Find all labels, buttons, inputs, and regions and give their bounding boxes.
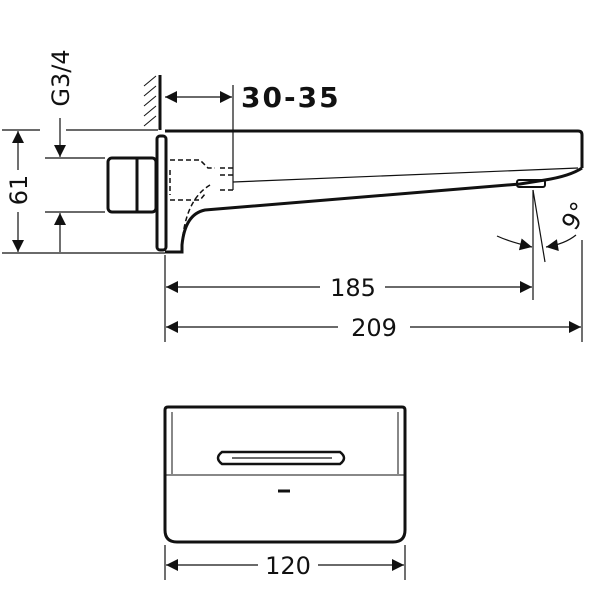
dimension-185	[164, 255, 532, 342]
dimension-label-209: 209	[351, 314, 397, 342]
dimension-g3-4	[45, 118, 105, 252]
dimension-61	[2, 129, 165, 254]
dimension-label-120: 120	[265, 552, 311, 580]
wall	[143, 75, 162, 130]
dimension-label-g3-4: G3/4	[47, 49, 75, 106]
dimension-label-angle: 9°	[556, 197, 594, 235]
dimension-label-30-35: 30-35	[241, 81, 341, 114]
dimension-angle	[496, 189, 583, 342]
dimension-label-185: 185	[330, 274, 376, 302]
spout-side-view	[106, 129, 584, 254]
dimension-label-61: 61	[5, 175, 33, 206]
spout-front-view	[163, 405, 407, 544]
dimension-120	[164, 545, 406, 580]
dimension-30-35	[165, 85, 234, 190]
